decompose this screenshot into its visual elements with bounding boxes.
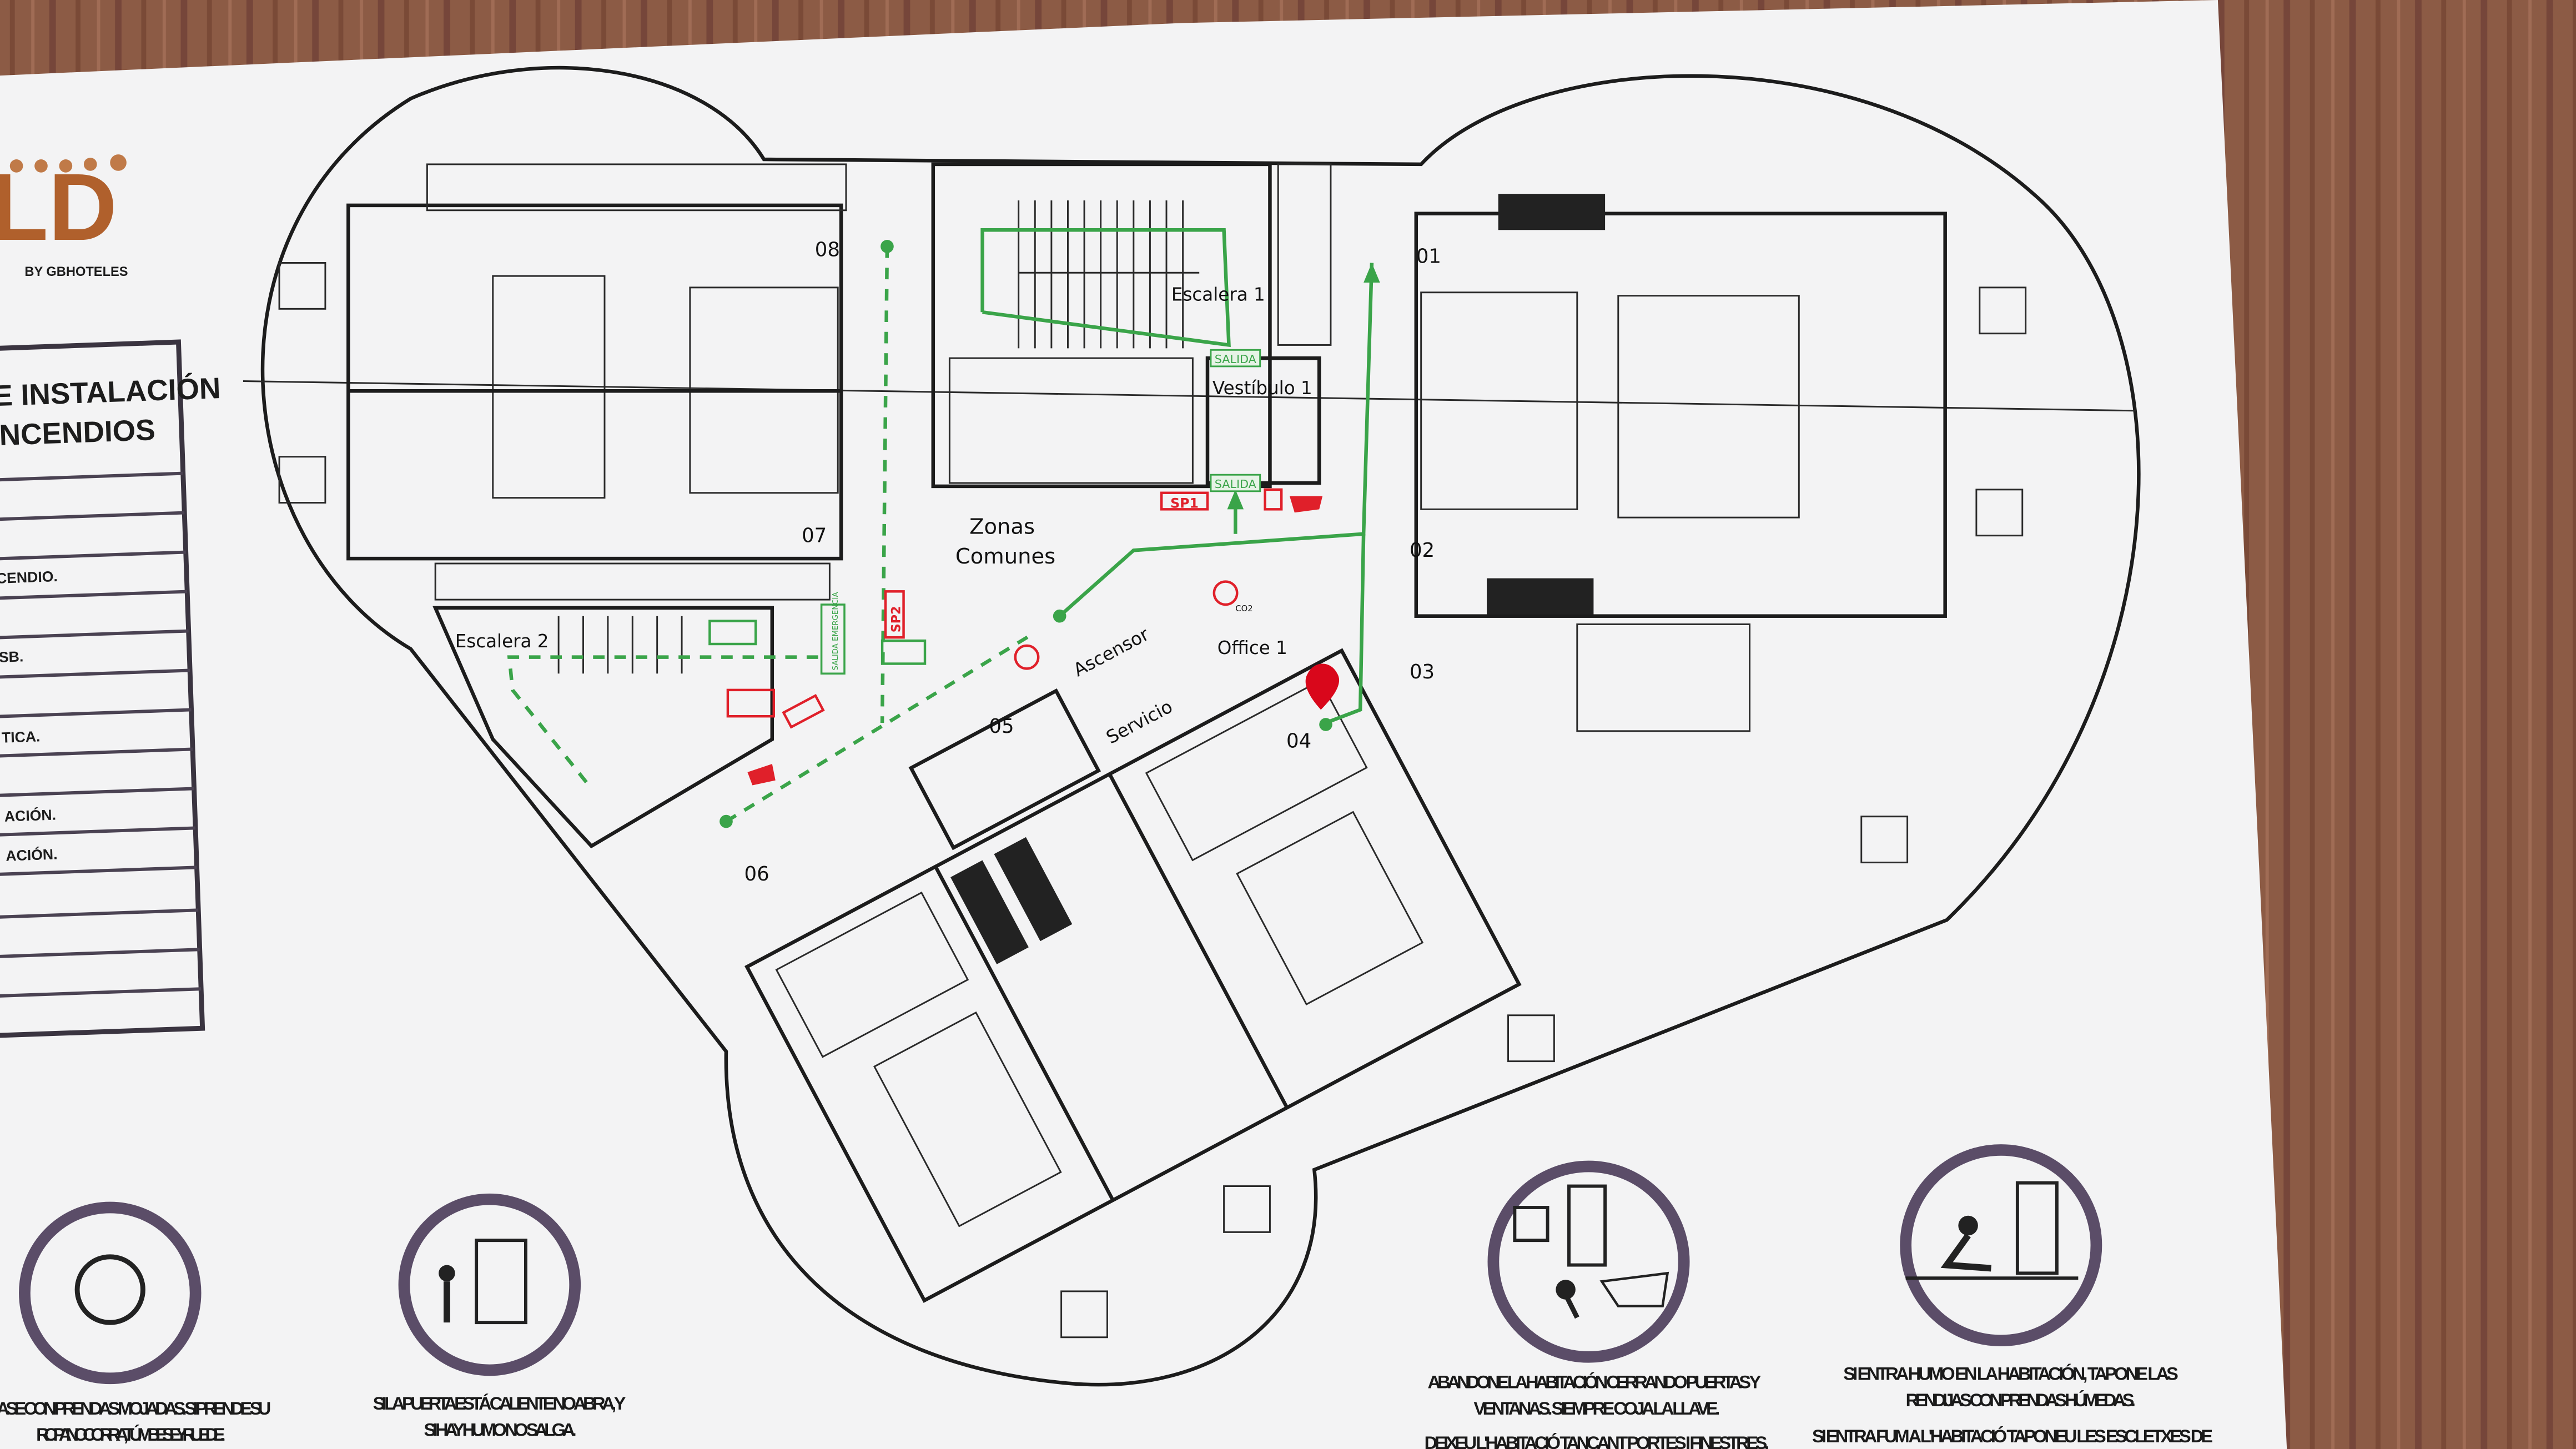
instruction-line: RENDIJAS CON PRENDAS HÚMEDAS. bbox=[1906, 1390, 2136, 1410]
fire-extinguisher-icon bbox=[1212, 580, 1239, 606]
instruction-line: ABANDONE LA HABITACIÓN CERRANDO PUERTAS … bbox=[1428, 1372, 1762, 1392]
area-label: Office 1 bbox=[1217, 637, 1287, 658]
room-number: 06 bbox=[744, 863, 769, 886]
room-08-07-block bbox=[346, 203, 843, 561]
sp1-sign: SP1 bbox=[1170, 495, 1199, 511]
co2-label: CO2 bbox=[1235, 604, 1252, 613]
instruction-1: JASE CON PRENDAS MOJADAS. SI PRENDE SU R… bbox=[0, 1201, 271, 1445]
legend-row: SB. bbox=[0, 648, 24, 666]
room-number: 04 bbox=[1286, 729, 1311, 752]
running-man-exit-icon bbox=[708, 620, 757, 646]
hot-door-icon bbox=[398, 1193, 581, 1376]
area-label: Vestíbulo 1 bbox=[1212, 378, 1312, 399]
fire-extinguisher-icon bbox=[1014, 644, 1040, 670]
logo-letters: LD bbox=[0, 154, 117, 260]
legend-row: TICA. bbox=[1, 728, 41, 746]
floor-plan bbox=[243, 66, 2141, 1387]
lower-rooms-block bbox=[744, 648, 1522, 1303]
take-key-icon bbox=[1487, 1160, 1690, 1363]
fire-equipment: SP1 SP2 CO2 bbox=[726, 488, 1340, 786]
alarm-button-icon bbox=[1264, 488, 1283, 511]
legend-row: CENDIO. bbox=[0, 568, 58, 587]
stair-2-block bbox=[432, 606, 774, 849]
instruction-line: VENTANAS. SIEMPRE COJA LA LLAVE. bbox=[1473, 1398, 1720, 1418]
instruction-line: SI LA PUERTA ESTÁ CALIENTE NO ABRA, Y bbox=[373, 1393, 626, 1413]
room-labels: 08 07 06 05 04 03 02 01 bbox=[744, 239, 1441, 886]
instruction-line: SI HAY HUMO NO SALGA. bbox=[424, 1420, 576, 1440]
route-solid bbox=[1325, 534, 1366, 725]
star-rating-icons bbox=[9, 154, 127, 173]
logo-subtitle: BY GBHOTELES bbox=[24, 265, 128, 279]
instruction-line: SI ENTRA HUMO EN LA HABITACIÓN, TAPONE L… bbox=[1843, 1364, 2178, 1384]
instruction-line: JASE CON PRENDAS MOJADAS. SI PRENDE SU bbox=[0, 1398, 271, 1418]
route-dashed bbox=[725, 631, 1036, 823]
area-label: Comunes bbox=[955, 544, 1055, 569]
instruction-line: ROPA NO CORRA, TÚMBESE Y RUEDE. bbox=[36, 1424, 225, 1445]
legend-row: ACIÓN. bbox=[6, 846, 58, 864]
fire-hose-icon bbox=[1289, 496, 1323, 513]
evacuation-routes: SALIDA SALIDA SALIDA EMERGENCIA bbox=[507, 228, 1380, 828]
emergency-exit-sign: SALIDA EMERGENCIA bbox=[832, 592, 840, 670]
instruction-3: ABANDONE LA HABITACIÓN CERRANDO PUERTAS … bbox=[1425, 1160, 1769, 1449]
area-label: Escalera 2 bbox=[455, 631, 549, 652]
terrace-tables bbox=[278, 261, 2027, 1339]
room-number: 07 bbox=[802, 525, 827, 547]
route-solid bbox=[1058, 263, 1374, 618]
room-number: 01 bbox=[1416, 245, 1441, 268]
room-number: 08 bbox=[815, 239, 840, 261]
area-label: Escalera 1 bbox=[1171, 284, 1265, 305]
room-number: 05 bbox=[989, 715, 1014, 738]
vestibule-1 bbox=[1205, 356, 1321, 485]
legend-title-2: INCENDIOS bbox=[0, 414, 156, 452]
sp2-sign: SP2 bbox=[889, 606, 904, 633]
building-outline bbox=[260, 66, 2141, 1387]
legend-title-1: E INSTALACIÓN bbox=[0, 371, 221, 412]
area-labels: Escalera 1 Vestíbulo 1 Zonas Comunes Esc… bbox=[455, 284, 1312, 748]
instruction-line: DEIXEU L'HABITACIÓ TANCANT PORTES I FINE… bbox=[1425, 1432, 1769, 1449]
running-man-exit-icon bbox=[881, 639, 927, 665]
instruction-line: SI ENTRA FUM A L'HABITACIÓ TAPONEU LES E… bbox=[1812, 1426, 2213, 1446]
stair-1-steps bbox=[1018, 200, 1200, 349]
wet-cloth-face-icon bbox=[19, 1201, 202, 1385]
hotel-logo: LD BY GBHOTELES bbox=[0, 154, 128, 279]
route-dashed bbox=[507, 655, 818, 790]
route-solid bbox=[980, 228, 1231, 348]
instruction-2: SI LA PUERTA ESTÁ CALIENTE NO ABRA, Y SI… bbox=[373, 1193, 626, 1440]
room-number: 03 bbox=[1410, 661, 1435, 683]
seal-door-icon bbox=[1900, 1144, 2102, 1347]
exit-sign-bottom: SALIDA bbox=[1215, 477, 1256, 491]
room-01-02-block bbox=[1414, 212, 1947, 618]
route-dashed bbox=[880, 246, 889, 723]
exit-sign-top: SALIDA bbox=[1215, 353, 1256, 366]
you-are-here-marker-icon bbox=[1305, 663, 1340, 710]
area-label: Zonas bbox=[969, 515, 1035, 540]
sign-board bbox=[0, 0, 2287, 1449]
room-number: 02 bbox=[1410, 539, 1435, 562]
legend-panel: E INSTALACIÓN INCENDIOS CENDIO. SB. TICA… bbox=[0, 339, 221, 1038]
fire-hose-icon bbox=[747, 764, 776, 786]
instruction-4: SI ENTRA HUMO EN LA HABITACIÓN, TAPONE L… bbox=[1812, 1144, 2213, 1446]
legend-row: ACIÓN. bbox=[4, 806, 56, 824]
fire-panel-icon bbox=[726, 688, 775, 718]
